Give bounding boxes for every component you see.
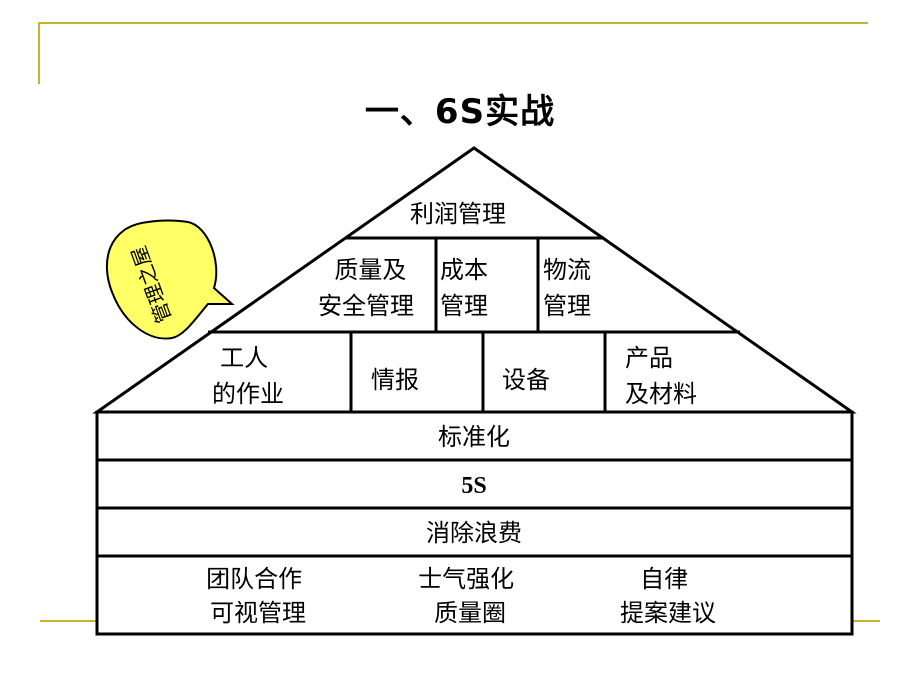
- foundation-label: 士气强化 质量圈: [418, 565, 522, 627]
- foundation-box: [95, 554, 854, 636]
- callout-bubble: 管理之屋: [105, 219, 235, 340]
- layer-label: 5S: [461, 473, 486, 499]
- roof-peak-label: 利润管理: [410, 200, 506, 228]
- roof-middle-label: 质量及 安全管理: [318, 256, 414, 320]
- foundation-label: 团队合作 可视管理: [206, 565, 310, 627]
- roof-lower-label: 产品 及材料: [625, 344, 697, 408]
- layer-label: 标准化: [438, 423, 510, 451]
- page-title: 一、6S实战: [364, 92, 556, 132]
- roof-middle-label: 成本 管理: [440, 256, 496, 320]
- foundation-label: 自律 提案建议: [620, 565, 716, 627]
- roof-lower-label: 情报: [371, 366, 419, 394]
- roof-middle-label: 物流 管理: [543, 256, 599, 320]
- left-rule: [38, 22, 40, 84]
- layer-label: 消除浪费: [426, 519, 522, 547]
- roof-lower-label: 工人 的作业: [212, 344, 284, 408]
- top-rule: [38, 22, 868, 24]
- roof-lower-label: 设备: [502, 366, 550, 394]
